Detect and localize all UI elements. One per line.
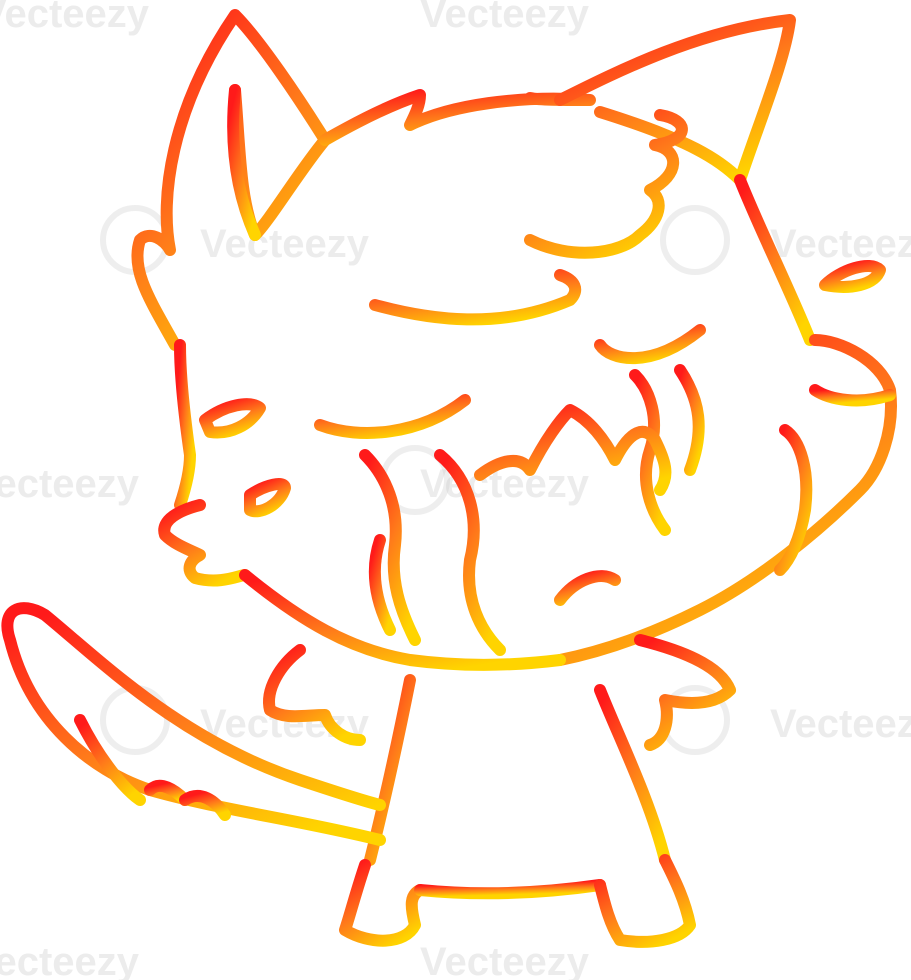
right-arm xyxy=(634,634,736,751)
tail-tip-lines-3 xyxy=(179,790,231,821)
tail-tip-lines xyxy=(74,714,146,806)
tongue-face xyxy=(554,570,621,606)
crotch xyxy=(414,879,606,900)
left-ear-inner xyxy=(227,84,261,241)
head-right xyxy=(554,334,897,666)
closed-eye xyxy=(314,394,471,439)
left-arm xyxy=(263,644,366,746)
head-top xyxy=(319,89,596,146)
face-left xyxy=(174,339,196,511)
closed-eye-right xyxy=(594,324,706,365)
tear-stream-4 xyxy=(629,369,671,536)
left-leg xyxy=(339,859,426,947)
tear-stream-5 xyxy=(674,364,705,476)
tear-drop-top xyxy=(819,260,886,293)
tail-outline xyxy=(1,602,386,846)
right-ear-inner xyxy=(734,174,816,346)
fur-tuft xyxy=(524,109,688,259)
muzzle-right xyxy=(809,384,896,407)
left-eye xyxy=(199,398,266,439)
tear-stream-1 xyxy=(359,449,421,646)
muzzle-cut xyxy=(774,424,813,576)
mouth-outline xyxy=(474,404,672,496)
tear-stream-3 xyxy=(368,534,396,636)
torso-right xyxy=(594,684,671,866)
head-bottom xyxy=(239,569,566,671)
tear-stream-2 xyxy=(434,449,506,656)
brow-left xyxy=(369,269,582,326)
right-leg xyxy=(594,854,696,948)
nose-marks xyxy=(244,478,291,518)
fox-line-art xyxy=(1,9,897,948)
left-ear xyxy=(131,9,331,351)
snout xyxy=(158,499,251,587)
right-ear xyxy=(554,14,796,186)
